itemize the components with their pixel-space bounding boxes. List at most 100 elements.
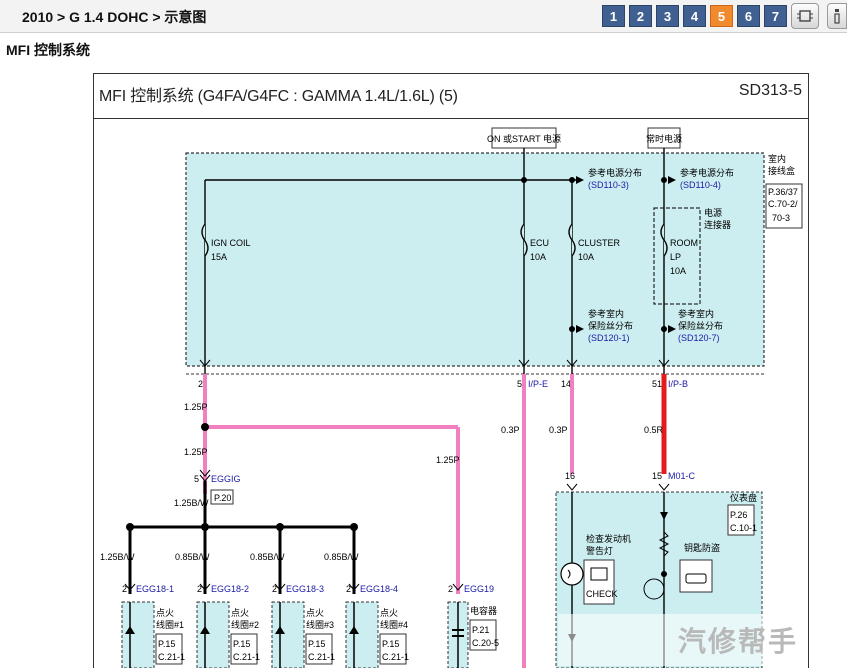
check-label-1: 检查发动机 — [586, 533, 631, 544]
eggig-ref: P.20 — [214, 493, 231, 503]
constant-label: 常时电源 — [646, 133, 682, 144]
svg-text:P.15: P.15 — [308, 639, 325, 649]
ref-fuse-1-link[interactable]: (SD120-1) — [588, 333, 630, 343]
wiring-diagram: MFI 控制系统 (G4FA/G4FC : GAMMA 1.4L/1.6L) (… — [93, 73, 809, 668]
eggig-ref-box — [210, 489, 234, 505]
fuse-room-amp: 10A — [670, 266, 686, 276]
junction-label-2: 接线盒 — [768, 165, 795, 176]
junction-box — [185, 152, 765, 367]
breadcrumb[interactable]: 2010 > G 1.4 DOHC > 示意图 — [22, 9, 207, 25]
ref-fuse-2-b: 保险丝分布 — [678, 320, 723, 331]
svg-text:线圈#2: 线圈#2 — [231, 619, 259, 630]
svg-text:点火: 点火 — [380, 608, 398, 618]
connector-egg18-1[interactable]: EGG18-1 — [136, 584, 174, 594]
wire-label-085bw-1: 0.85B/W — [175, 552, 210, 562]
info-button[interactable] — [827, 3, 847, 29]
fuse-ecu-amp: 10A — [530, 252, 546, 262]
fuse-ign-amp: 15A — [211, 252, 227, 262]
page-button-7[interactable]: 7 — [764, 5, 787, 27]
info-icon — [834, 9, 840, 24]
connector-egg18-3[interactable]: EGG18-3 — [286, 584, 324, 594]
coil-connector-2: 2 EGG18-2 — [197, 583, 249, 594]
svg-text:P.15: P.15 — [158, 639, 175, 649]
connector-egg18-2[interactable]: EGG18-2 — [211, 584, 249, 594]
junction-ref-box — [765, 183, 803, 229]
check-label-2: 警告灯 — [586, 545, 613, 556]
cluster-ref-2: C.10-1 — [730, 523, 757, 533]
connector-ip-b[interactable]: I/P-B — [668, 379, 688, 389]
cluster-ref-box — [727, 504, 755, 536]
watermark: 汽修帮手 — [558, 614, 804, 666]
fuse-ign-name: IGN COIL — [211, 238, 251, 248]
ref-fuse-2-a: 参考室内 — [678, 308, 714, 319]
capacitor: 电容器 P.21 C.20-5 — [447, 601, 499, 668]
svg-text:2: 2 — [197, 584, 202, 594]
ref-power-2-link[interactable]: (SD110-4) — [680, 180, 721, 190]
power-connector-label-2: 连接器 — [704, 219, 731, 230]
cluster-label: 仪表盘 — [730, 492, 757, 503]
check-engine-box — [583, 559, 615, 605]
svg-text:P.15: P.15 — [233, 639, 250, 649]
diagram-title: MFI 控制系统 (G4FA/G4FC : GAMMA 1.4L/1.6L) (… — [99, 88, 458, 105]
page-button-4[interactable]: 4 — [683, 5, 706, 27]
top-bar: 2010 > G 1.4 DOHC > 示意图 1 2 3 4 5 6 7 — [0, 0, 847, 33]
connector-egg18-4[interactable]: EGG18-4 — [360, 584, 398, 594]
wire-label-03p-1: 0.3P — [501, 425, 520, 435]
ref-power-1: 参考电源分布 — [588, 167, 642, 178]
page-button-6[interactable]: 6 — [737, 5, 760, 27]
svg-text:点火: 点火 — [306, 608, 324, 618]
page-button-5[interactable]: 5 — [710, 5, 733, 27]
svg-text:C.21-1: C.21-1 — [308, 652, 335, 662]
diagram-code: SD313-5 — [738, 82, 802, 99]
coil-connector-4: 2 EGG18-4 — [346, 583, 398, 594]
pin-5-eggig: 5 — [194, 474, 199, 484]
svg-text:2: 2 — [272, 584, 277, 594]
ignition-coil-2: 点火 线圈#2 P.15 C.21-1 — [196, 601, 260, 668]
svg-text:点火: 点火 — [156, 608, 174, 618]
title-divider — [94, 118, 808, 119]
fuse-room-lp: LP — [670, 252, 681, 262]
wire-label-125p-1: 1.25P — [184, 402, 208, 412]
wire-label-05r: 0.5R — [644, 425, 664, 435]
wire-label-125bw-1: 1.25B/W — [174, 498, 209, 508]
pin-51: 51 — [652, 379, 662, 389]
fuse-room-lp — [660, 223, 668, 257]
component-view-button[interactable] — [791, 3, 819, 29]
pin-2: 2 — [198, 379, 203, 389]
fuse-cluster — [568, 223, 576, 257]
fuse-room-name: ROOM — [670, 238, 698, 248]
svg-text:线圈#1: 线圈#1 — [156, 619, 184, 630]
schematic-svg: ON 或START 电源 常时电源 参考电源分布 (SD110-3) 参考电源分… — [100, 127, 803, 668]
coil-connector-1: 2 EGG18-1 — [122, 583, 174, 594]
pin-5: 5 — [517, 379, 522, 389]
ref-fuse-1-a: 参考室内 — [588, 308, 624, 319]
wire-label-085bw-2: 0.85B/W — [250, 552, 285, 562]
svg-text:P.15: P.15 — [382, 639, 399, 649]
junction-label-1: 室内 — [768, 153, 786, 164]
svg-text:线圈#4: 线圈#4 — [380, 619, 408, 630]
immobilizer-label: 钥匙防盗 — [684, 542, 720, 553]
page-navigator: 1 2 3 4 5 6 7 — [602, 3, 819, 29]
connector-ip-e[interactable]: I/P-E — [528, 379, 548, 389]
ref-fuse-2-link[interactable]: (SD120-7) — [678, 333, 720, 343]
connector-eggig[interactable]: EGGIG — [211, 474, 241, 484]
capacitor-connector: 2 EGG19 — [448, 583, 494, 594]
connector-egg19[interactable]: EGG19 — [464, 584, 494, 594]
ref-power-1-link[interactable]: (SD110-3) — [588, 180, 629, 190]
svg-text:2: 2 — [346, 584, 351, 594]
ignition-coil-4: 点火 线圈#4 P.15 C.21-1 — [345, 601, 409, 668]
page-button-1[interactable]: 1 — [602, 5, 625, 27]
pin-16: 16 — [565, 471, 575, 481]
power-connector-label-1: 电源 — [704, 207, 722, 218]
page-button-2[interactable]: 2 — [629, 5, 652, 27]
page-button-3[interactable]: 3 — [656, 5, 679, 27]
section-title: MFI 控制系统 — [6, 42, 90, 58]
svg-text:点火: 点火 — [231, 608, 249, 618]
fuse-cluster-amp: 10A — [578, 252, 594, 262]
fuse-ecu-name: ECU — [530, 238, 549, 248]
connector-m01-c[interactable]: M01-C — [668, 471, 696, 481]
svg-text:电容器: 电容器 — [470, 605, 497, 616]
junction-ref-1: P.36/37 — [768, 187, 798, 197]
coil-connector-3: 2 EGG18-3 — [272, 583, 324, 594]
wire-label-125p-2: 1.25P — [184, 447, 208, 457]
